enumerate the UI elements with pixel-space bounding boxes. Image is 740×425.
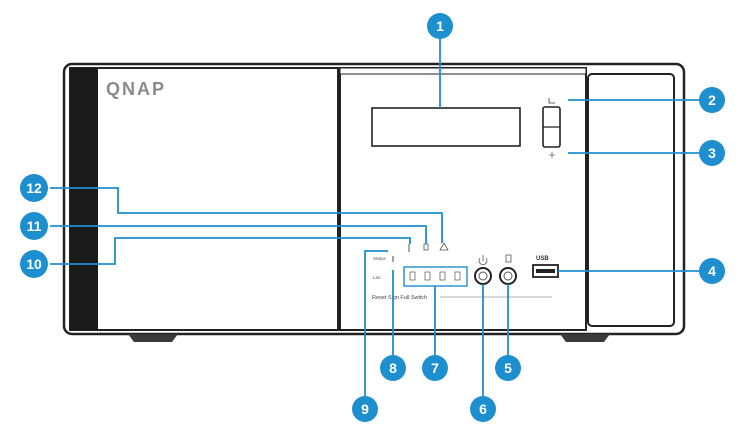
button-caption: Reset Sign Full Switch [372,295,427,301]
callout-2: 2 [699,87,725,113]
warning-led-icon [439,242,449,251]
svg-text:1: 1 [436,18,444,34]
status-label: Status [373,256,387,261]
enter-icon [548,98,555,104]
callout-10: 10 [20,250,48,278]
svg-text:10: 10 [26,256,42,272]
callout-12: 12 [20,174,48,202]
svg-text:5: 5 [504,360,512,376]
callout-8: 8 [380,355,406,381]
svg-text:12: 12 [26,180,42,196]
callout-5: 5 [495,355,521,381]
power-button[interactable] [474,255,492,285]
select-icon [549,152,555,158]
lan-label: Lan [373,275,381,280]
power-icon [478,255,488,266]
svg-text:9: 9 [361,401,369,417]
callout-7: 7 [422,355,448,381]
callout-3: 3 [699,140,725,166]
lcd-buttons[interactable] [542,98,561,158]
svg-text:11: 11 [27,218,42,234]
copy-icon [505,254,512,263]
callout-9: 9 [352,396,378,422]
drive-led-icons [409,271,461,281]
svg-text:7: 7 [431,360,439,376]
svg-text:2: 2 [708,92,716,108]
svg-text:3: 3 [708,145,716,161]
callout-1: 1 [427,13,453,39]
usb-label: USB [536,256,549,262]
left-door-panel: QNAP [69,67,339,331]
callout-11: 11 [20,212,48,240]
svg-text:4: 4 [708,263,716,279]
svg-text:8: 8 [389,360,397,376]
lcd-display [371,107,521,147]
callout-4: 4 [699,258,725,284]
qnap-logo: QNAP [106,79,166,99]
callout-6: 6 [470,396,496,422]
copy-button[interactable] [499,254,517,285]
svg-text:6: 6 [479,401,487,417]
callout-leaders [50,37,700,396]
callout-badges: 1 2 3 4 5 6 7 8 [20,13,725,422]
